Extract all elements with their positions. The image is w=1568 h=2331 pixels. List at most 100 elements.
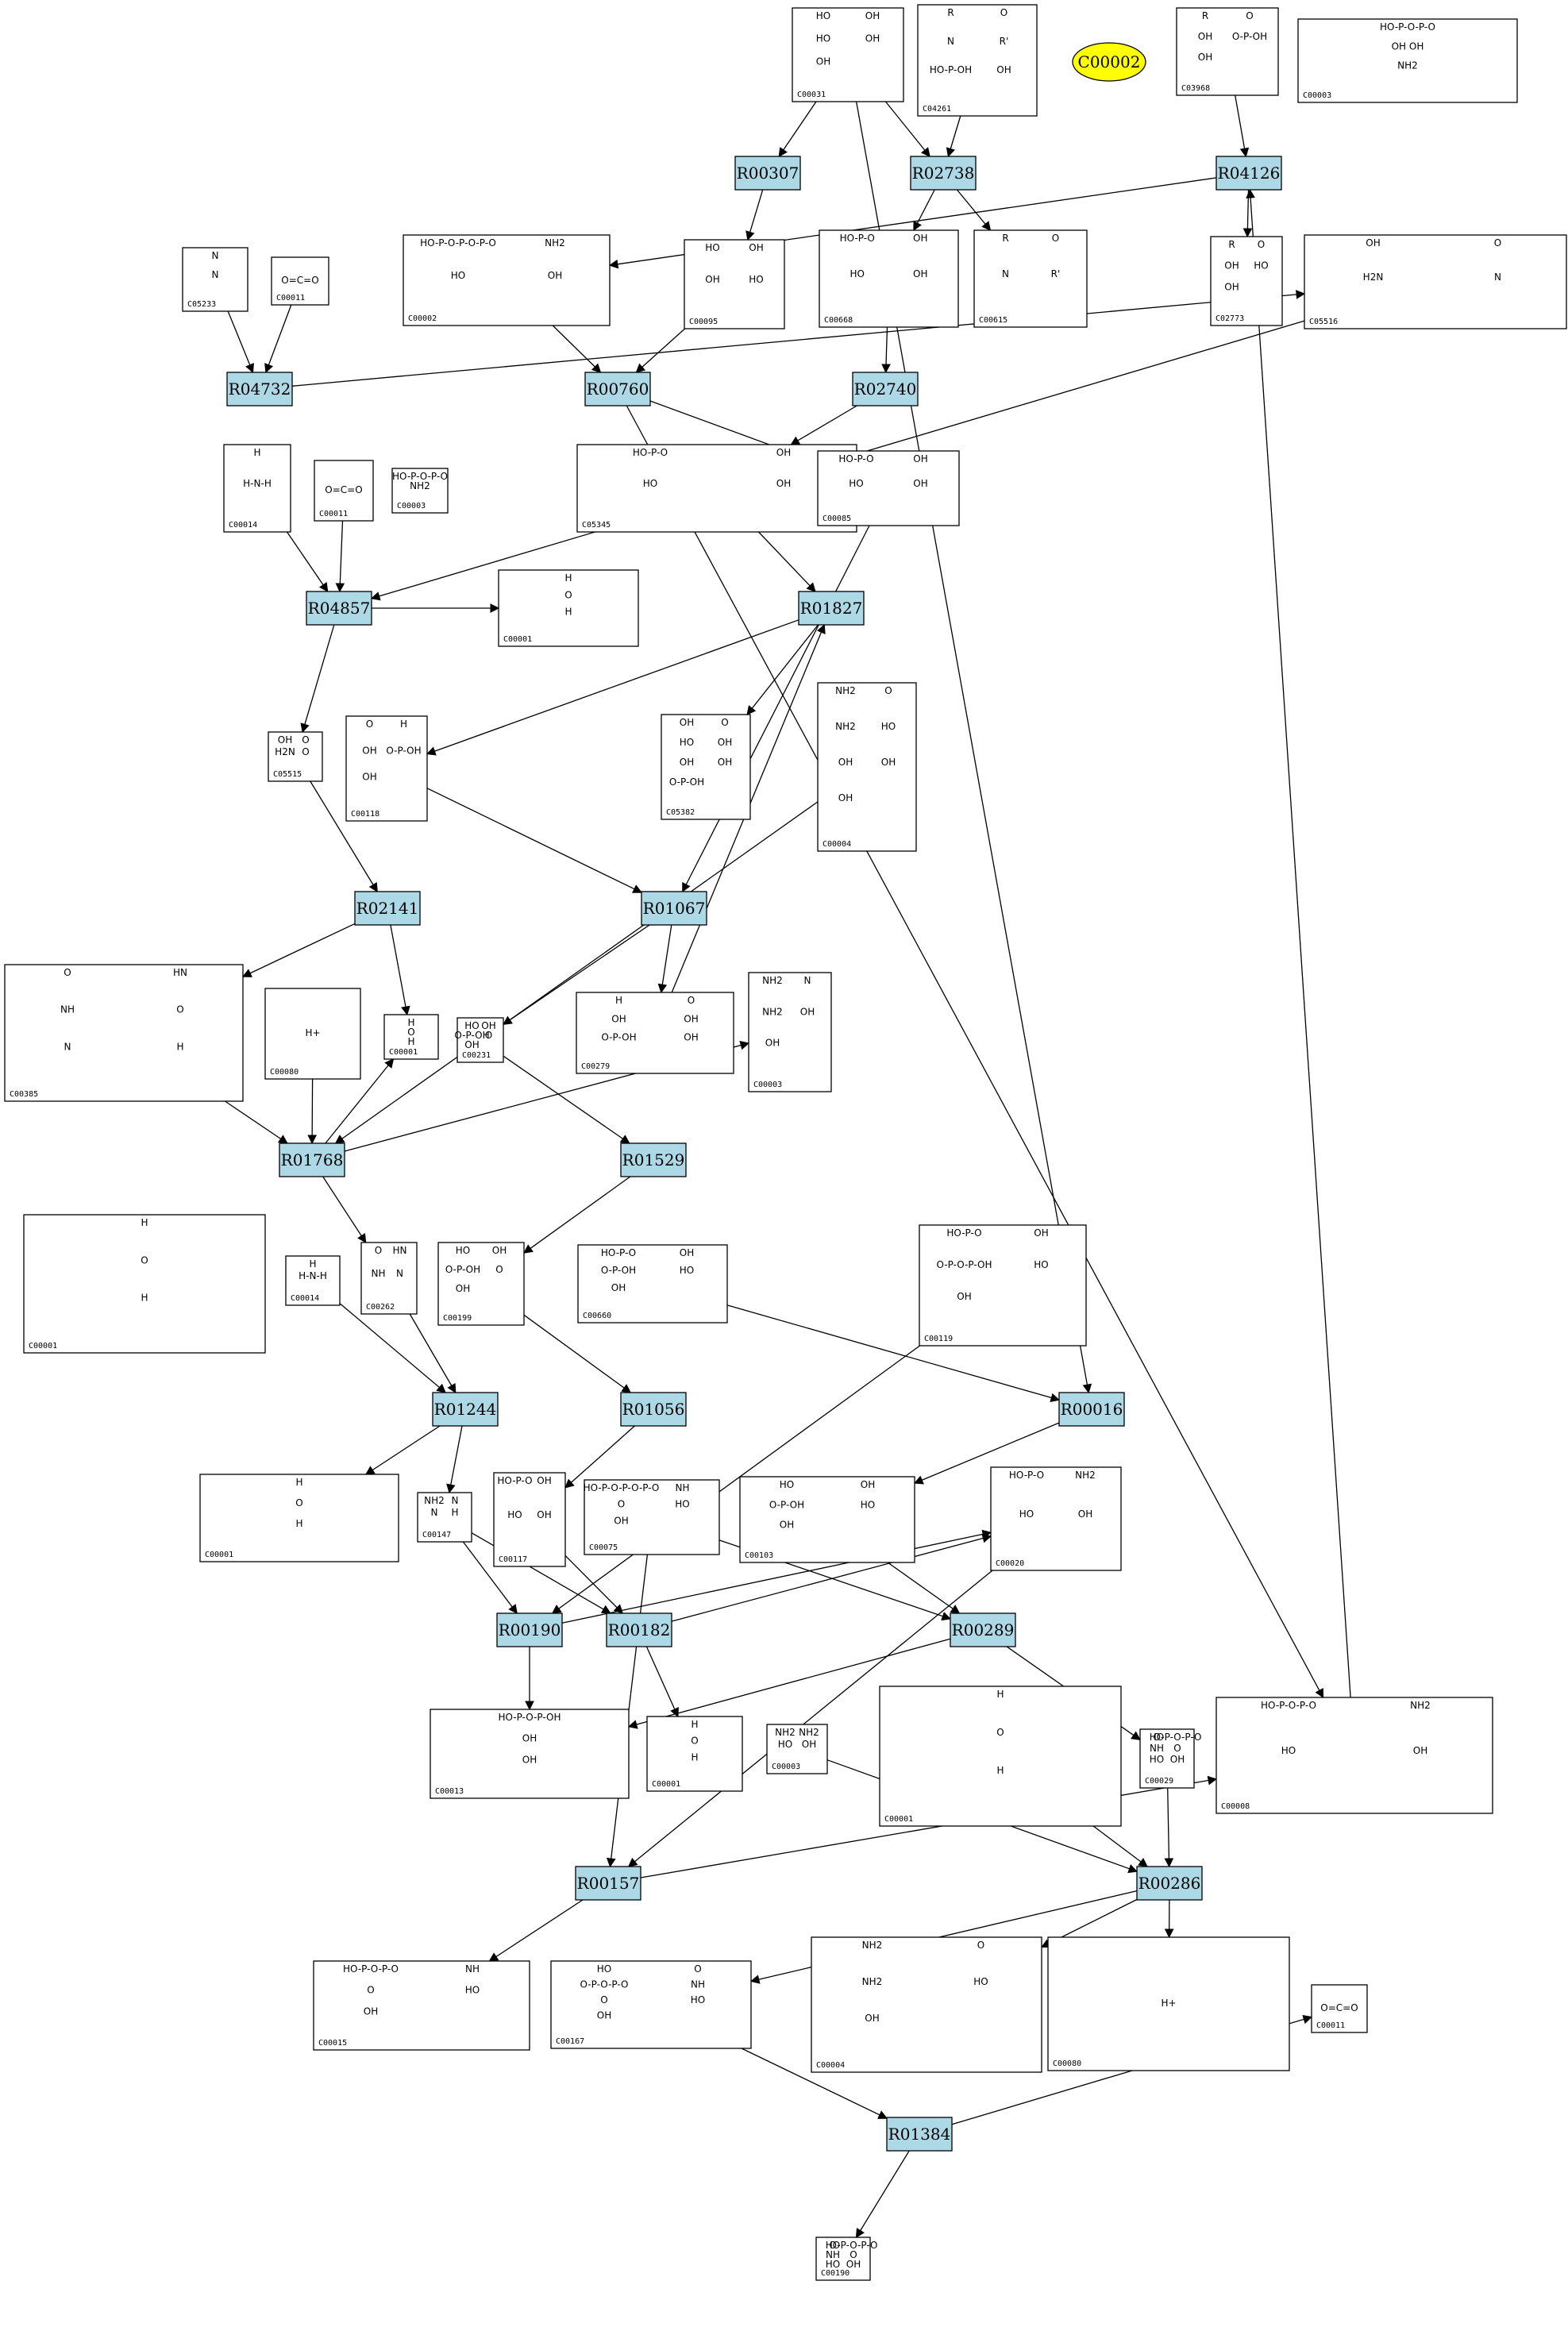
reaction-box — [226, 372, 293, 406]
reaction-r01056[interactable]: R01056 — [620, 1392, 687, 1427]
reaction-r02141[interactable]: R02141 — [354, 891, 421, 926]
structure-fragment: OH — [957, 1291, 971, 1302]
reaction-r01067[interactable]: R01067 — [641, 891, 707, 926]
edge-c00117-r00182 — [564, 1555, 624, 1614]
reaction-r00289[interactable]: R00289 — [950, 1612, 1016, 1647]
reaction-r00182[interactable]: R00182 — [606, 1612, 672, 1647]
structure-fragment: H-N-H — [243, 478, 272, 489]
reaction-r00307[interactable]: R00307 — [734, 156, 801, 191]
structure-fragment: OH — [846, 2259, 861, 2270]
reaction-label: R02738 — [912, 164, 975, 183]
edge-c00031-r02738 — [884, 101, 930, 157]
compound-c00080[interactable]: H+C00080 — [264, 988, 361, 1080]
reaction-r00016[interactable]: R00016 — [1058, 1392, 1125, 1427]
reaction-r01384[interactable]: R01384 — [886, 2117, 953, 2152]
compound-c00080[interactable]: H+C00080 — [1047, 1936, 1290, 2071]
structure-fragment: OH — [1224, 281, 1239, 292]
reaction-r01529[interactable]: R01529 — [620, 1142, 687, 1177]
reaction-r01244[interactable]: R01244 — [432, 1392, 499, 1427]
structure-fragment: N — [804, 975, 811, 986]
compound-id: C00080 — [1053, 2059, 1081, 2068]
compound-id: C00095 — [689, 318, 718, 326]
reaction-r01768[interactable]: R01768 — [279, 1142, 345, 1177]
structure-fragment: HO-P-O — [1009, 1470, 1044, 1481]
reaction-r02740[interactable]: R02740 — [852, 372, 919, 406]
reaction-r04857[interactable]: R04857 — [306, 591, 372, 626]
reaction-box — [354, 891, 421, 926]
reaction-r00760[interactable]: R00760 — [584, 372, 651, 406]
compound-id: C05345 — [582, 521, 611, 530]
structure-fragment: OH — [362, 745, 376, 756]
reaction-r00190[interactable]: R00190 — [496, 1612, 563, 1647]
reaction-r04126[interactable]: R04126 — [1215, 156, 1282, 191]
edge-c00029-r00286 — [1164, 1787, 1174, 1868]
structure-fragment: HO-P-O-P-O-P-O — [420, 237, 496, 249]
reaction-r01827[interactable]: R01827 — [798, 591, 865, 626]
highlight-node[interactable]: C00002 — [1072, 42, 1146, 82]
reaction-r00286[interactable]: R00286 — [1136, 1866, 1203, 1901]
structure-fragment: HO-P-O-P-O — [1380, 21, 1435, 33]
compound-box — [1297, 18, 1518, 103]
reaction-label: R00157 — [577, 1874, 640, 1893]
compound-id: C00080 — [270, 1068, 299, 1077]
edge-r02738-c00615 — [956, 189, 992, 231]
edge-r00307-c00095 — [745, 189, 764, 241]
structure-fragment: OH — [680, 717, 694, 728]
structure-fragment: NH2 — [835, 721, 856, 732]
reaction-r04732[interactable]: R04732 — [226, 372, 293, 406]
reaction-r02738[interactable]: R02738 — [910, 156, 977, 191]
reaction-r00157[interactable]: R00157 — [575, 1866, 641, 1901]
edge-c00011-r04732 — [264, 304, 292, 374]
